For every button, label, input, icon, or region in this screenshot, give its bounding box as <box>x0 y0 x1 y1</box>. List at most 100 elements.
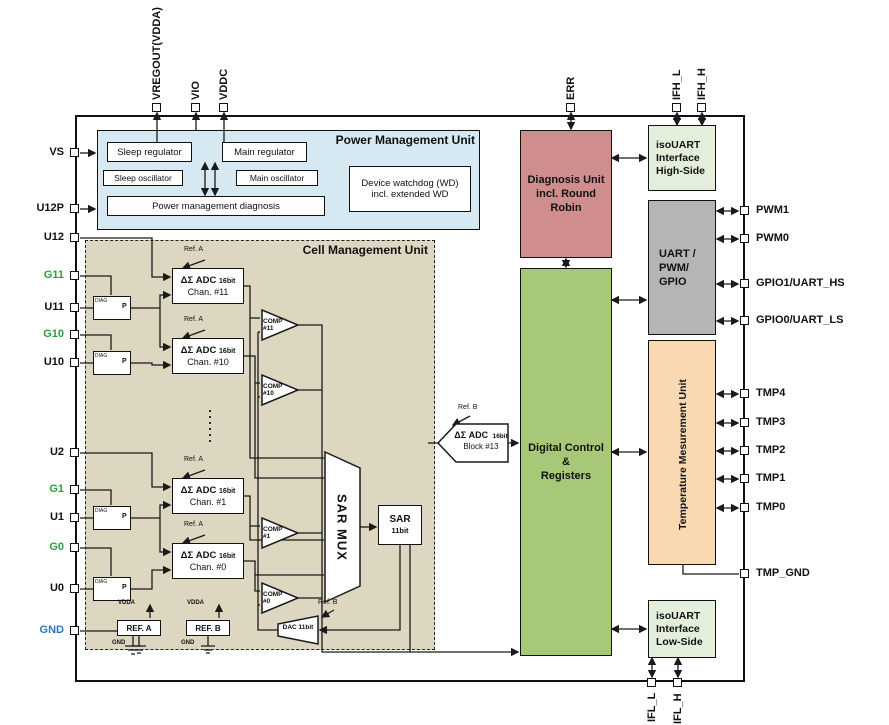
uart-line3: GPIO <box>659 275 687 288</box>
comp-1-shape <box>261 516 300 550</box>
pin-label-ifl-l: IFL_L <box>646 692 658 722</box>
cmu-title: Cell Management Unit <box>302 243 428 257</box>
adc-name: ΔΣ ADC <box>180 344 217 356</box>
main-regulator-box: Main regulator <box>222 142 307 162</box>
p-channel-label: P <box>122 358 127 365</box>
wires <box>80 111 740 679</box>
pin-square-u12p <box>70 204 79 213</box>
ref-b-box: REF. B <box>186 620 230 636</box>
isouart-hs-line2: Interface <box>656 151 700 164</box>
pin-label-gpio1: GPIO1/UART_HS <box>756 277 845 289</box>
pin-square-u2 <box>70 448 79 457</box>
pin-label-pwm0: PWM0 <box>756 232 789 244</box>
gnd-label: GND <box>112 640 126 646</box>
comp-0-shape <box>261 581 300 615</box>
ref-a-box: REF. A <box>117 620 161 636</box>
pin-square-u11 <box>70 303 79 312</box>
diagnosis-unit-block: Diagnosis Unit incl. Round Robin <box>520 130 612 258</box>
digital-line2: & <box>562 456 570 468</box>
diag-label: DIAG <box>95 353 108 359</box>
dac-label: DAC 11bit <box>282 624 314 631</box>
pin-label-g1: G1 <box>49 483 64 495</box>
pin-square-vddc <box>219 103 228 112</box>
pin-label-err: ERR <box>565 76 577 100</box>
pin-square-u1 <box>70 513 79 522</box>
isouart-hs-line1: isoUART <box>656 138 701 151</box>
pin-square-pwm0 <box>740 234 749 243</box>
pin-label-g0: G0 <box>49 541 64 553</box>
pin-label-ifh-h: IFH_H <box>696 68 708 100</box>
uart-pwm-gpio-block: UART / PWM/ GPIO <box>648 200 716 335</box>
vdda-label: VDDA <box>187 600 205 606</box>
adc-bits: 16bit <box>219 277 236 285</box>
pin-label-vs: VS <box>49 146 64 158</box>
ref-a-label: Ref. A <box>184 246 204 253</box>
comp-11-shape <box>261 308 300 342</box>
sar-box: SAR 11bit <box>378 505 422 545</box>
pin-square-u0 <box>70 584 79 593</box>
pin-square-tmp4 <box>740 389 749 398</box>
pin-label-u10: U10 <box>43 356 64 368</box>
pin-square-gpio0 <box>740 316 749 325</box>
ground-icon <box>201 636 215 654</box>
power-management-diagnosis-box: Power management diagnosis <box>107 196 325 216</box>
pin-label-g10: G10 <box>43 328 64 340</box>
isouart-high-side-block: isoUART Interface High-Side <box>648 125 716 191</box>
dac-shape <box>277 615 319 645</box>
pin-square-ifh-h <box>697 103 706 112</box>
adc-bits: 16bit <box>219 347 236 355</box>
adc-channel-10-box: ΔΣ ADC 16bit Chan. #10 <box>172 338 244 374</box>
pin-label-tmp1: TMP1 <box>756 472 786 484</box>
pin-label-u12: U12 <box>43 231 64 243</box>
sleep-oscillator-box: Sleep oscillator <box>103 170 183 186</box>
ref-a-label: Ref. A <box>184 456 204 463</box>
pin-square-g0 <box>70 543 79 552</box>
pin-label-tmp0: TMP0 <box>756 501 786 513</box>
main-oscillator-box: Main oscillator <box>236 170 318 186</box>
ref-b-label: Ref. B <box>318 599 338 606</box>
digital-line1: Digital Control <box>528 442 604 454</box>
p-channel-label: P <box>122 303 127 310</box>
pin-square-tmp0 <box>740 503 749 512</box>
diag-box-10 <box>93 351 131 375</box>
pin-square-tmp1 <box>740 474 749 483</box>
pin-label-u11: U11 <box>44 301 64 313</box>
pin-square-u10 <box>70 358 79 367</box>
vdda-label: VDDA <box>118 600 136 606</box>
pin-label-tmp4: TMP4 <box>756 387 786 399</box>
digital-line3: Registers <box>540 470 592 482</box>
comp-0-label: COMP#0 <box>263 591 283 605</box>
diag-label: DIAG <box>95 508 108 514</box>
pin-square-vregout <box>152 103 161 112</box>
pin-label-ifh-l: IFH_L <box>671 69 683 100</box>
pin-square-ifh-l <box>672 103 681 112</box>
pin-square-ifl-l <box>647 678 656 687</box>
comp-1-label: COMP#1 <box>263 526 283 540</box>
diag-box-0 <box>93 577 131 601</box>
pin-square-g11 <box>70 271 79 280</box>
pin-square-vio <box>191 103 200 112</box>
adc-bits: 16bit <box>219 487 236 495</box>
pin-square-g1 <box>70 485 79 494</box>
pin-square-tmp-gnd <box>740 569 749 578</box>
isouart-ls-line1: isoUART <box>656 609 701 622</box>
adc-name: ΔΣ ADC <box>180 549 217 561</box>
uart-line2: PWM/ <box>659 261 689 274</box>
device-watchdog-box: Device watchdog (WD) incl. extended WD <box>349 166 471 212</box>
watchdog-line1: Device watchdog (WD) <box>361 178 459 189</box>
pin-square-tmp3 <box>740 418 749 427</box>
pin-square-gpio1 <box>740 279 749 288</box>
pmu-title: Power Management Unit <box>335 133 475 147</box>
comp-11-label: COMP#11 <box>263 318 283 332</box>
pin-square-pwm1 <box>740 206 749 215</box>
ref-a-label: Ref. A <box>184 521 204 528</box>
adc-name: ΔΣ ADC <box>180 484 217 496</box>
adc-channel-0-box: ΔΣ ADC 16bit Chan. #0 <box>172 543 244 579</box>
pin-square-ifl-h <box>673 678 682 687</box>
sar-label: SAR <box>389 514 411 525</box>
pin-square-g10 <box>70 330 79 339</box>
pin-label-gnd: GND <box>39 624 64 636</box>
comp-10-shape <box>261 373 300 407</box>
pin-label-vregout: VREGOUT(VDDA) <box>151 7 163 100</box>
